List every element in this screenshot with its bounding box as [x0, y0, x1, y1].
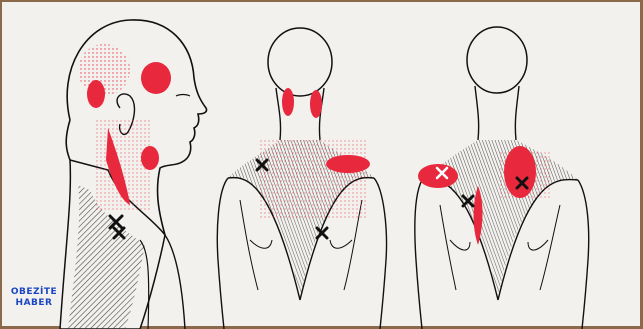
logo-line-2: HABER: [10, 298, 58, 309]
back-view-figure-right: [415, 27, 589, 329]
logo-line-1: OBEZİTE: [10, 287, 58, 298]
watermark-logo: OBEZİTE HABER: [10, 287, 58, 309]
side-profile-figure: [60, 20, 207, 329]
back-view-figure-middle: [217, 28, 386, 329]
